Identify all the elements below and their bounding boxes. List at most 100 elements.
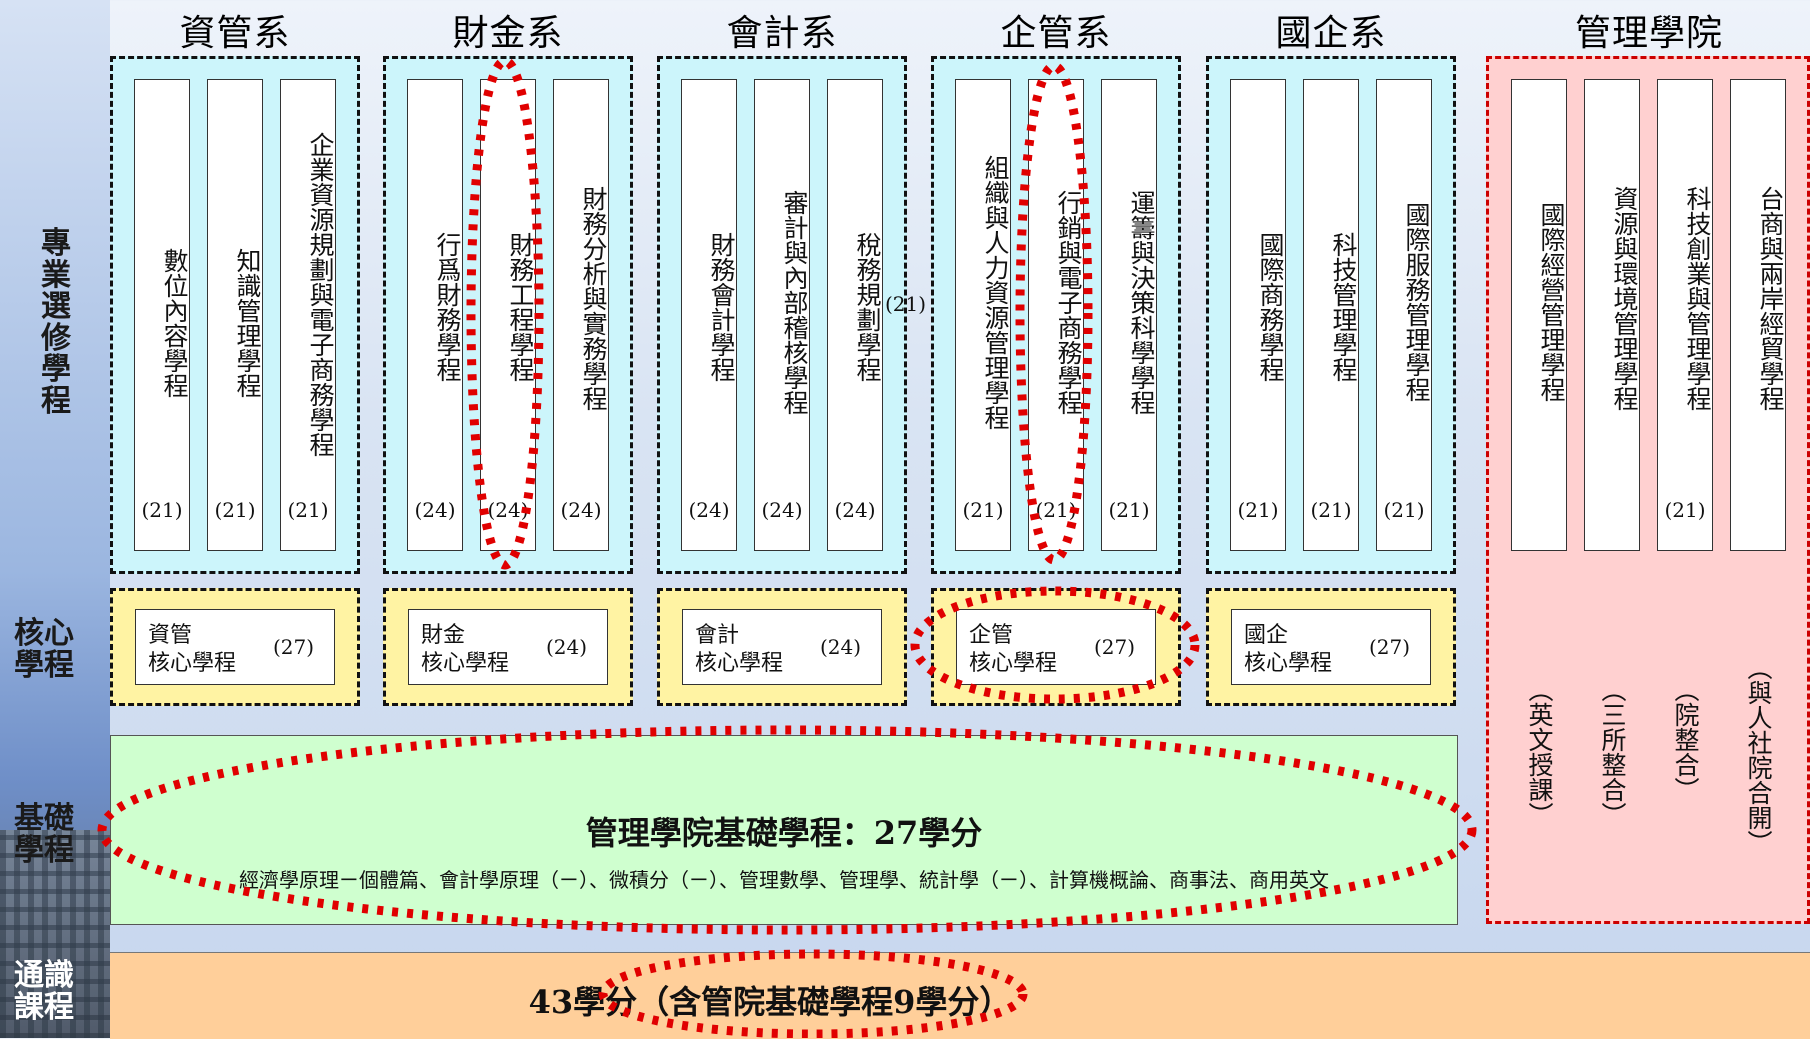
program-name: 行銷與電子商務學程 — [1054, 190, 1083, 415]
program-name: 行爲財務學程 — [433, 232, 462, 382]
dept-title-ib: 國企系 — [1275, 13, 1387, 54]
row-label-general: 通識課程 — [14, 958, 74, 1025]
program-name: 企業資源規劃與電子商務學程 — [306, 132, 335, 457]
program-note: （院整合） — [1671, 677, 1700, 802]
program-card: 組織與人力資源管理學程 (21) — [955, 79, 1011, 551]
core-name-line2: 核心學程 — [1244, 651, 1333, 676]
general-education-bar: 43學分（含管院基礎學程9學分） — [110, 952, 1810, 1039]
program-credits: (24) — [487, 498, 529, 522]
core-card: 企管核心學程 (27) — [956, 609, 1156, 685]
core-name-line1: 會計 — [695, 623, 740, 648]
foundation-title: 管理學院基礎學程：27學分 — [585, 814, 983, 852]
campus-building-image — [0, 830, 110, 1038]
program-card: 知識管理學程 (21) — [207, 79, 263, 551]
core-box-finance: 財金核心學程 (24) — [383, 588, 633, 706]
program-card: 數位內容學程 (21) — [134, 79, 190, 551]
program-card: 財務工程學程 (24) — [480, 79, 536, 551]
program-note: （英文授課） — [1525, 677, 1554, 827]
row-label-core: 核心學程 — [14, 616, 74, 683]
core-name: 會計核心學程 — [695, 622, 783, 678]
core-name-line2: 核心學程 — [695, 651, 784, 676]
dept-title-im: 資管系 — [179, 13, 291, 54]
dept-title-accounting: 會計系 — [726, 13, 838, 54]
program-credits: (24) — [414, 498, 456, 522]
program-card: 企業資源規劃與電子商務學程 (21) — [280, 79, 336, 551]
program-name: 資源與環境管理學程 — [1610, 186, 1639, 411]
core-card: 資管核心學程 (27) — [135, 609, 335, 685]
foundation-box: 管理學院基礎學程：27學分 經濟學原理ㄧ個體篇、會計學原理（ㄧ）、微積分（ㄧ）、… — [110, 735, 1458, 925]
core-name-line1: 資管 — [148, 623, 193, 648]
college-program-card: 科技創業與管理學程 (21) — [1657, 79, 1713, 551]
college-program-card: 資源與環境管理學程 — [1584, 79, 1640, 551]
program-card: 國際服務管理學程 (21) — [1376, 79, 1432, 551]
core-credits: (24) — [819, 635, 861, 659]
core-box-accounting: 會計核心學程 (24) — [657, 588, 907, 706]
program-card: 國際商務學程 (21) — [1230, 79, 1286, 551]
core-name: 國企核心學程 — [1244, 622, 1332, 678]
program-credits: (21) — [1383, 498, 1425, 522]
program-name: 財務會計學程 — [707, 232, 736, 382]
dept-box-business: 組織與人力資源管理學程 (21) 行銷與電子商務學程 (21) 運籌與決策科學學… — [931, 56, 1181, 574]
core-name-line2: 核心學程 — [421, 651, 510, 676]
program-credits: (21) — [1664, 498, 1706, 522]
program-credits: (21) — [1237, 498, 1279, 522]
dept-box-ib: 國際商務學程 (21) 科技管理學程 (21) 國際服務管理學程 (21) — [1206, 56, 1456, 574]
core-name: 資管核心學程 — [148, 622, 236, 678]
core-name-line2: 核心學程 — [969, 651, 1058, 676]
core-credits: (27) — [1368, 635, 1410, 659]
stray-credit-label: (21) — [885, 292, 927, 316]
core-name-line2: 核心學程 — [148, 651, 237, 676]
core-name: 企管核心學程 — [969, 622, 1057, 678]
program-name: 知識管理學程 — [233, 248, 262, 398]
core-card: 財金核心學程 (24) — [408, 609, 608, 685]
program-card: 行銷與電子商務學程 (21) — [1028, 79, 1084, 551]
program-name: 組織與人力資源管理學程 — [981, 155, 1010, 430]
program-name: 審計與內部稽核學程 — [780, 190, 809, 415]
program-credits: (21) — [214, 498, 256, 522]
core-name: 財金核心學程 — [421, 622, 509, 678]
program-credits: (24) — [688, 498, 730, 522]
core-box-business: 企管核心學程 (27) — [931, 588, 1181, 706]
program-name: 國際商務學程 — [1256, 232, 1285, 382]
program-card: 運籌與決策科學學程 (21) — [1101, 79, 1157, 551]
program-credits: (21) — [1035, 498, 1077, 522]
program-card: 審計與內部稽核學程 (24) — [754, 79, 810, 551]
core-name-line1: 企管 — [969, 623, 1014, 648]
program-name: 財務工程學程 — [506, 232, 535, 382]
program-credits: (21) — [1108, 498, 1150, 522]
program-card: 行爲財務學程 (24) — [407, 79, 463, 551]
program-card: 財務會計學程 (24) — [681, 79, 737, 551]
program-name: 稅務規劃學程 — [853, 232, 882, 382]
core-card: 國企核心學程 (27) — [1231, 609, 1431, 685]
row-label-foundation: 基礎學程 — [14, 801, 74, 868]
core-name-line1: 國企 — [1244, 623, 1289, 648]
dept-box-im: 數位內容學程 (21) 知識管理學程 (21) 企業資源規劃與電子商務學程 (2… — [110, 56, 360, 574]
college-title: 管理學院 — [1574, 13, 1723, 54]
program-name: 財務分析與實務學程 — [579, 186, 608, 411]
program-credits: (24) — [560, 498, 602, 522]
core-card: 會計核心學程 (24) — [682, 609, 882, 685]
program-card: 財務分析與實務學程 (24) — [553, 79, 609, 551]
core-box-im: 資管核心學程 (27) — [110, 588, 360, 706]
college-box: 國際經營管理學程 資源與環境管理學程 科技創業與管理學程 (21) 台商與兩岸經… — [1486, 56, 1810, 924]
program-name: 國際服務管理學程 — [1402, 202, 1431, 402]
dept-box-finance: 行爲財務學程 (24) 財務工程學程 (24) 財務分析與實務學程 (24) — [383, 56, 633, 574]
program-name: 數位內容學程 — [160, 248, 189, 398]
core-box-ib: 國企核心學程 (27) — [1206, 588, 1456, 706]
program-note: （與人社院合開） — [1744, 655, 1773, 855]
core-credits: (24) — [545, 635, 587, 659]
general-education-text: 43學分（含管院基礎學程9學分） — [528, 983, 1012, 1021]
dept-title-business: 企管系 — [1000, 13, 1112, 54]
program-name: 科技管理學程 — [1329, 232, 1358, 382]
program-credits: (21) — [962, 498, 1004, 522]
program-name: 國際經營管理學程 — [1537, 202, 1566, 402]
program-credits: (21) — [287, 498, 329, 522]
program-name: 台商與兩岸經貿學程 — [1756, 186, 1785, 411]
program-credits: (21) — [141, 498, 183, 522]
dept-title-finance: 財金系 — [452, 13, 564, 54]
college-program-card: 台商與兩岸經貿學程 — [1730, 79, 1786, 551]
college-program-card: 國際經營管理學程 — [1511, 79, 1567, 551]
program-credits: (24) — [761, 498, 803, 522]
core-name-line1: 財金 — [421, 623, 466, 648]
program-name: 科技創業與管理學程 — [1683, 186, 1712, 411]
